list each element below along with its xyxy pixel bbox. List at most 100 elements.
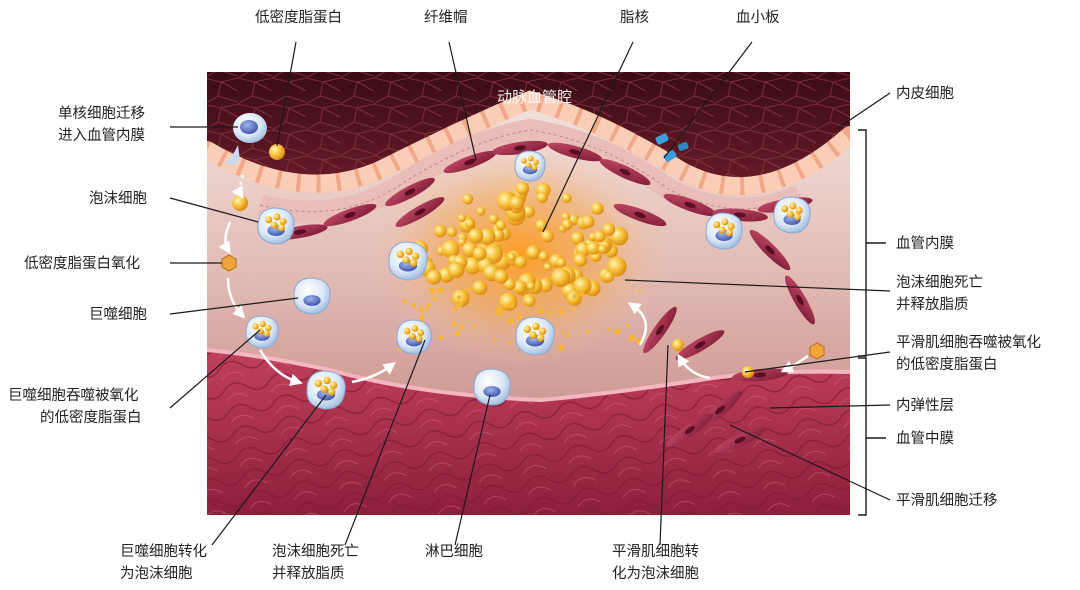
label-platelet: 血小板 — [736, 8, 780, 26]
lipid-droplet — [436, 287, 444, 294]
foam-cell — [514, 150, 546, 182]
label-foam-cell: 泡沫细胞 — [89, 190, 147, 207]
lipid-droplet — [508, 340, 513, 344]
foam-cell — [388, 241, 428, 281]
label-endothelial: 内皮细胞 — [896, 85, 954, 102]
lipid-droplet — [432, 296, 437, 301]
lipid-droplet — [614, 328, 621, 335]
foam-cell — [257, 207, 295, 245]
lipid-droplet — [463, 256, 482, 275]
lipid-droplet — [456, 295, 462, 300]
smooth-muscle-nucleus — [684, 425, 696, 435]
lipid-droplet — [447, 261, 465, 279]
smooth-muscle-nucleus — [294, 229, 306, 235]
smooth-muscle-nucleus — [569, 149, 581, 155]
lipid-droplet — [561, 219, 573, 230]
label-lymphocyte: 淋巴细胞 — [425, 543, 483, 560]
layer-brackets — [858, 129, 886, 516]
oxidized-ldl — [809, 342, 825, 360]
label-smc-engulf-2: 的低密度脂蛋白 — [896, 356, 998, 373]
lipid-droplet — [462, 193, 474, 205]
lipid-droplet — [419, 314, 425, 320]
lipid-droplet — [488, 214, 499, 224]
leader-lines — [169, 41, 891, 546]
lipid-droplet — [638, 289, 642, 293]
smooth-muscle-nucleus — [734, 212, 746, 218]
label-ldl: 低密度脂蛋白 — [255, 9, 342, 26]
lipid-droplet — [562, 330, 566, 334]
label-media: 血管中膜 — [896, 430, 954, 447]
lipid-droplet — [419, 309, 424, 313]
smooth-muscle-nucleus — [414, 208, 426, 216]
lipid-droplet — [456, 301, 463, 308]
lipid-droplet — [429, 287, 436, 294]
label-foam-death-1: 泡沫细胞死亡 — [896, 274, 983, 291]
lipid-droplet — [478, 228, 496, 245]
lipid-droplet — [454, 330, 461, 337]
label-fibrous-cap: 纤维帽 — [424, 9, 468, 26]
lipid-droplet — [625, 323, 630, 328]
smooth-muscle-nucleus — [464, 158, 476, 166]
lipid-droplet — [441, 240, 460, 259]
lipid-droplet — [476, 206, 486, 216]
lipid-droplet — [426, 302, 431, 308]
lipid-droplet — [512, 280, 527, 295]
lipid-droplet — [509, 195, 524, 211]
lipid-droplet — [516, 314, 522, 320]
foam-cell — [515, 316, 555, 356]
smooth-muscle-nucleus — [344, 211, 356, 219]
label-smc-to-foam-2: 化为泡沫细胞 — [612, 565, 699, 582]
monocyte — [224, 113, 267, 166]
smooth-muscle-nucleus — [634, 211, 646, 219]
ldl-particle — [232, 195, 248, 211]
lipid-droplet — [585, 329, 590, 334]
smooth-muscle-nucleus — [765, 245, 775, 255]
lipid-droplet — [602, 223, 616, 236]
label-oxidized-ldl: 低密度脂蛋白氧化 — [24, 255, 140, 272]
lipid-droplet — [451, 321, 458, 327]
foam-cell — [306, 370, 346, 410]
lipid-droplet — [593, 230, 606, 243]
lipid-droplet — [541, 229, 554, 243]
ldl-particle — [269, 144, 285, 160]
smooth-muscle-nucleus — [514, 145, 526, 151]
macrophage-cell — [245, 315, 279, 349]
lipid-droplet — [570, 231, 585, 245]
lipid-droplet — [557, 344, 565, 351]
lipid-droplet — [526, 245, 541, 260]
lipid-droplet — [607, 256, 627, 277]
lipid-droplet — [573, 253, 588, 267]
lumen-label: 动脉血管腔 — [497, 88, 572, 106]
smooth-muscle-nucleus — [404, 188, 416, 196]
lipid-droplet — [549, 310, 554, 315]
label-macrophage-engulf-2: 的低密度脂蛋白 — [40, 409, 142, 426]
lipid-droplet — [418, 305, 424, 311]
oxidized-ldl — [221, 254, 237, 272]
label-internal-elastic: 内弹性层 — [896, 397, 954, 414]
migration-arrows — [218, 174, 809, 386]
label-macrophage-engulf-1: 巨噬细胞吞噬被氧化 — [8, 387, 139, 404]
lipid-droplet — [457, 237, 467, 247]
lipid-droplet — [538, 307, 545, 314]
lipid-droplet — [496, 309, 503, 317]
label-monocyte-1: 单核细胞迁移 — [58, 105, 145, 122]
smooth-muscle-nucleus — [715, 405, 725, 415]
lipid-droplet — [503, 278, 516, 291]
lipid-droplets — [398, 181, 642, 352]
lipid-droplet — [433, 224, 447, 238]
lipid-droplet — [426, 269, 442, 285]
foam-cell — [396, 319, 432, 355]
label-foam-death-bottom-2: 并释放脂质 — [272, 565, 345, 582]
label-smc-engulf-1: 平滑肌细胞吞噬被氧化 — [896, 334, 1041, 351]
label-lipid-core: 脂核 — [620, 9, 649, 26]
smooth-muscle-nucleus — [734, 436, 746, 444]
label-intima: 血管内膜 — [896, 235, 954, 252]
smooth-muscle-nucleus — [754, 372, 766, 378]
lipid-droplet — [402, 298, 407, 304]
engulfed-ldl — [672, 339, 684, 351]
lipid-droplet — [446, 226, 457, 238]
lipid-droplet — [494, 269, 509, 284]
immune-cells — [245, 150, 811, 410]
lipid-droplet — [558, 308, 565, 315]
label-foam-death-bottom-1: 泡沫细胞死亡 — [272, 543, 359, 560]
